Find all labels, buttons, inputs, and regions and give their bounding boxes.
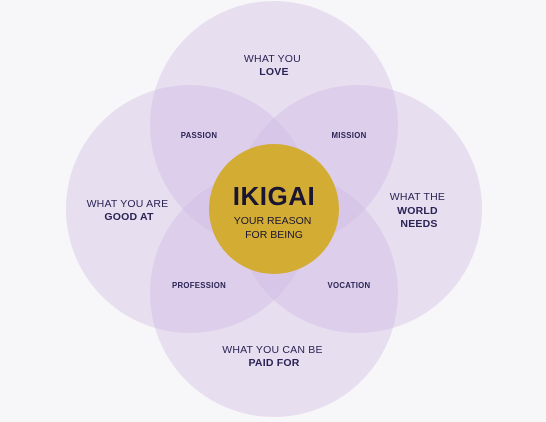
profession-label: PROFESSION: [172, 281, 226, 290]
vocation-label: VOCATION: [328, 281, 371, 290]
love-label: WHAT YOU LOVE: [244, 53, 304, 78]
world-needs-label-line3: NEEDS: [400, 218, 437, 230]
good-at-label: WHAT YOU ARE GOOD AT: [87, 198, 172, 223]
passion-label: PASSION: [181, 131, 218, 140]
mission-label: MISSION: [331, 131, 366, 140]
world-needs-label-line2: WORLD: [397, 205, 438, 217]
paid-for-label-line2: PAID FOR: [249, 357, 300, 369]
core-title: IKIGAI: [233, 181, 315, 211]
world-needs-label: WHAT THE WORLD NEEDS: [390, 191, 448, 230]
circle-good-at: [66, 85, 314, 333]
paid-for-label-line1: WHAT YOU CAN BE: [222, 344, 322, 356]
circle-paid-for: [150, 169, 398, 417]
good-at-label-line2: GOOD AT: [104, 211, 154, 223]
core-circle: [209, 144, 339, 274]
circle-love: [150, 1, 398, 249]
core-subtitle-line2: FOR BEING: [245, 229, 303, 241]
paid-for-label: WHAT YOU CAN BE PAID FOR: [222, 344, 326, 369]
love-label-line2: LOVE: [259, 66, 288, 78]
good-at-label-line1: WHAT YOU ARE: [87, 198, 169, 210]
circle-group: [66, 1, 482, 417]
circle-world-needs: [234, 85, 482, 333]
love-label-line1: WHAT YOU: [244, 53, 301, 65]
core-subtitle-line1: YOUR REASON: [234, 215, 312, 227]
world-needs-label-line1: WHAT THE: [390, 191, 445, 203]
core-subtitle: YOUR REASON FOR BEING: [234, 215, 315, 241]
